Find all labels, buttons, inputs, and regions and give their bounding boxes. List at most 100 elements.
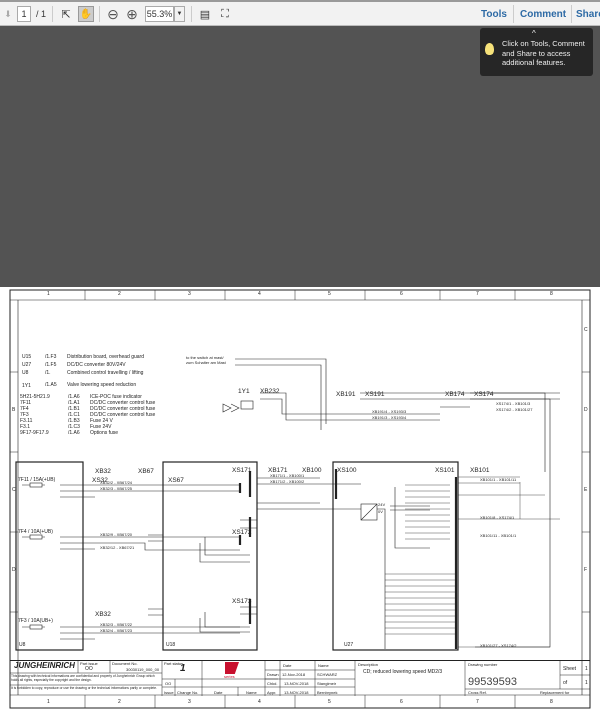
- date-label: Date: [214, 690, 223, 695]
- wire-label: XB32/3 - XB67/22: [100, 622, 133, 627]
- legend-ref: /1.B3: [68, 418, 80, 424]
- toolbar: ⬇ 1 / 1 ⇱ ✋ ⊖ ⊕ 55.3% ▼ ▤ ⛶ Tools Commen…: [0, 0, 600, 26]
- wire-label: XB32/3 - XB67/25: [100, 486, 133, 491]
- chkd-name: Stanglmeir: [317, 681, 337, 686]
- label-xs172: XS172: [232, 529, 252, 536]
- drawn-date: 12-Nov-2018: [282, 672, 306, 677]
- of: 1: [585, 680, 588, 686]
- label-xs67: XS67: [168, 477, 184, 484]
- column-label: 6: [400, 699, 403, 705]
- legend-desc: Combined control travelling / lifting: [67, 370, 144, 376]
- column-label: 1: [47, 699, 50, 705]
- legend-ref: /1.F3: [45, 354, 57, 360]
- page-number-input[interactable]: 1: [17, 6, 31, 22]
- legend-desc: ICE-POC fuse indicator: [90, 394, 142, 400]
- of-label: of: [563, 680, 568, 686]
- appr-date: 13-NOV-2018: [284, 690, 309, 695]
- row-label: E: [584, 487, 588, 493]
- issue-label: Issue: [164, 690, 174, 695]
- legend-ref: /1.B1: [68, 406, 80, 412]
- select-tool-icon[interactable]: ⇱: [61, 8, 71, 21]
- title-block: JUNGHEINRICH Part issue OO Document No. …: [10, 660, 590, 696]
- box-label-u8: U8: [19, 642, 26, 648]
- row-label: B: [12, 407, 16, 413]
- fuse-label: 7F4 / 10A(+UB): [18, 529, 53, 535]
- legend-id: U15: [22, 354, 32, 360]
- drawing-number-label: Drawing number: [468, 662, 498, 667]
- column-label: 6: [400, 291, 403, 297]
- page-down-icon[interactable]: ⬇: [4, 8, 12, 19]
- wire-label: XB32/4 - XB67/23: [100, 628, 133, 633]
- label-xb100: XB100: [302, 467, 322, 474]
- sheet: 1: [585, 666, 588, 672]
- description: CD; reduced lowering speed MD2/3: [363, 669, 443, 675]
- row-label: C: [12, 487, 16, 493]
- legend-id: 7F3: [20, 412, 29, 418]
- name-header: Name: [318, 663, 329, 668]
- drawn-name: SCHWARZ: [317, 672, 338, 677]
- legend-id: 7F4: [20, 406, 29, 412]
- row-label: C: [584, 327, 588, 333]
- column-label: 7: [476, 699, 479, 705]
- replacement-label: Replacement for: [540, 690, 570, 695]
- series-label: series: [224, 674, 235, 679]
- legend-id: 7F11: [20, 400, 32, 406]
- zoom-in-icon[interactable]: ⊕: [126, 5, 138, 22]
- label-xs191: XS191: [365, 391, 385, 398]
- label-xb67: XB67: [138, 468, 154, 475]
- label-xb32: XB32: [95, 468, 111, 475]
- cross-ref-label: Cross Ref.: [468, 690, 487, 695]
- wire-label: XB101/27 - XS174/2: [480, 643, 517, 648]
- part-issue-label: Part issue: [80, 661, 98, 666]
- tooltip-text: Click on Tools, Comment and Share to acc…: [502, 39, 585, 67]
- voltage-label: 24V: [378, 502, 386, 507]
- fit-page-icon[interactable]: ▤: [199, 8, 211, 21]
- column-label: 5: [328, 291, 331, 297]
- schematic-lines: [9, 289, 591, 709]
- comment-link[interactable]: Comment: [520, 9, 567, 20]
- lightbulb-icon: [485, 43, 494, 55]
- wire-label: XB171/1 - XB100/1: [270, 473, 305, 478]
- legend-desc: Fuse 24V: [90, 424, 112, 430]
- zoom-input[interactable]: 55.3%: [145, 6, 174, 22]
- document-no-label: Document No.: [112, 661, 138, 666]
- label-xb232: XB232: [260, 388, 280, 395]
- legend-ref: /1.: [45, 370, 51, 376]
- wire-label: XB191/4 - XS193/3: [372, 409, 407, 414]
- share-link[interactable]: Share: [576, 9, 600, 20]
- column-label: 5: [328, 699, 331, 705]
- column-label: 4: [258, 291, 261, 297]
- voltage-label: 0V: [378, 509, 383, 514]
- wire-label: XB101/8 - XS174/1: [480, 515, 515, 520]
- legend-desc: Fuse 24 V: [90, 418, 113, 424]
- column-label: 2: [118, 291, 121, 297]
- legend-ref: /1.A5: [45, 382, 57, 388]
- label-xs173: XS173: [232, 598, 252, 605]
- part-status: 1: [180, 663, 186, 674]
- full-screen-icon[interactable]: ⛶: [221, 7, 229, 20]
- jungheinrich-logo: JUNGHEINRICH: [14, 661, 75, 670]
- column-label: 8: [550, 699, 553, 705]
- rev-issue: OO: [165, 681, 172, 686]
- wire-label: XB171/2 - XB100/2: [270, 479, 305, 484]
- legend-ref: /1.C3: [68, 424, 80, 430]
- label-xb174: XB174: [445, 391, 465, 398]
- legend-id: 5H21-5H21.9: [20, 394, 50, 400]
- zoom-out-icon[interactable]: ⊖: [107, 5, 119, 22]
- label-xs100: XS100: [337, 467, 357, 474]
- zoom-dropdown-icon[interactable]: ▼: [174, 6, 185, 22]
- label-xb191: XB191: [336, 391, 356, 398]
- column-label: 2: [118, 699, 121, 705]
- hand-tool-icon[interactable]: ✋: [78, 6, 94, 22]
- legend-desc: Valve lowering speed reduction: [67, 382, 137, 388]
- legend-desc: DC/DC converter control fuse: [90, 412, 156, 418]
- collapse-chevron-icon[interactable]: ^: [532, 29, 536, 38]
- sheet-label: Sheet: [563, 666, 577, 672]
- wire-label: XS174/1 - XB101/3: [496, 401, 531, 406]
- label-xb32: XB32: [95, 611, 111, 618]
- appr-name: Bernbrynek: [317, 690, 338, 695]
- appr-label: Appr.: [267, 690, 277, 695]
- tools-link[interactable]: Tools: [481, 9, 507, 20]
- wire-label: XB101/11 - XB101/1: [480, 533, 517, 538]
- label-xb171: XB171: [268, 467, 288, 474]
